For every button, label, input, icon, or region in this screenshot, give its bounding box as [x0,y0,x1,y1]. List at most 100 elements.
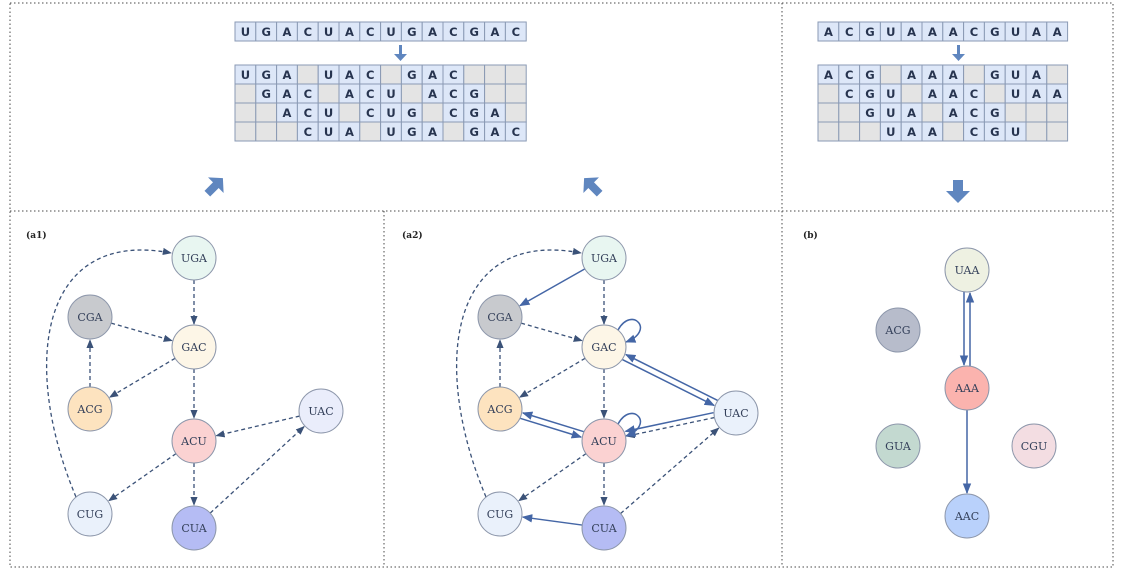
node-label: GUA [885,440,912,453]
left-sequence-letter: C [512,25,520,39]
left-grid-cell [504,102,527,123]
right-grid-cell [1046,121,1069,142]
right-grid-cell: G [859,83,881,104]
panel-frames [9,2,1114,568]
right-grid-cell: A [921,121,944,142]
right-grid-letter: G [865,68,874,82]
right-sequence-cell: G [983,21,1006,42]
left-sequence-cell: G [400,21,423,42]
left-grid-letter: G [469,87,478,101]
left-grid-cell: C [296,121,319,142]
left-grid-cell [504,83,527,104]
panel-label-a1: (a1) [26,230,47,241]
right-grid-cell [1004,102,1027,123]
right-grid-letter: A [928,68,937,82]
right-grid-cell: U [879,83,902,104]
left-grid-cell: A [338,83,361,104]
right-grid-letter: G [990,68,999,82]
node-acg: ACG [477,386,523,432]
graph-edge [209,425,305,514]
right-sequence-letter: A [907,25,916,39]
left-grid-letter: C [304,106,312,120]
left-grid-letter: A [345,87,354,101]
left-sequence-cell: A [276,21,298,42]
node-cug: CUG [477,491,523,537]
left-sequence-letter: G [469,25,478,39]
left-grid-cell: U [380,83,402,104]
left-grid-cell: A [421,64,444,85]
right-grid-letter: U [1011,87,1020,101]
node-aac: AAC [944,493,990,539]
left-grid-cell [359,121,382,142]
left-grid-letter: C [366,106,374,120]
left-sequence-cell: U [317,21,340,42]
left-grid-cell [317,83,340,104]
right-grid-cell [817,83,840,104]
left-grid-letter: C [366,68,374,82]
left-grid-cell [380,64,402,85]
node-label: GAC [591,341,616,354]
left-grid-letter: G [469,106,478,120]
left-grid-letter: U [386,125,395,139]
left-grid-cell: G [255,64,278,85]
right-grid-cell: C [838,64,861,85]
left-grid-cell: U [380,102,402,123]
right-grid-cell [1025,121,1048,142]
node-cua: CUA [581,505,627,551]
right-grid-cell: G [859,102,881,123]
left-sequence-letter: U [241,25,250,39]
left-grid-letter: C [366,87,374,101]
big-arrow-to-a1 [204,177,224,197]
right-grid-cell: C [838,83,861,104]
left-grid-cell [463,64,486,85]
right-sequence-cell: G [859,21,881,42]
right-grid-letter: C [970,106,978,120]
small-down-arrow-left [394,45,407,61]
left-grid-letter: A [345,125,354,139]
graph-edge [519,268,586,307]
right-grid-cell: G [983,102,1006,123]
right-grid-letter: A [928,125,937,139]
right-grid-cell [921,102,944,123]
right-grid-letter: A [907,125,916,139]
left-grid-letter: A [283,87,292,101]
right-sequence-letter: U [1011,25,1020,39]
node-uac: UAC [713,390,759,436]
right-grid-cell [942,121,965,142]
right-sequence-letter: A [949,25,958,39]
right-grid-cell [838,102,861,123]
right-sequence-letter: A [1032,25,1041,39]
left-grid-cell [400,83,423,104]
left-grid-letter: U [386,87,395,101]
small-down-arrow-right [952,45,965,61]
right-sequence-cell: A [817,21,840,42]
left-sequence-letter: G [407,25,416,39]
right-grid-cell: A [942,102,965,123]
right-sequence-cell: A [1025,21,1048,42]
graph-self-loop [617,412,641,437]
left-grid-cell: A [421,121,444,142]
panel-label-a2: (a2) [402,230,423,241]
node-label: UGA [181,252,208,265]
right-grid-cell: G [983,121,1006,142]
node-label: ACU [180,435,207,448]
right-grid-cell [983,83,1006,104]
left-grid-cell: U [317,102,340,123]
node-gac: GAC [581,324,627,370]
left-sequence-cell: C [504,21,527,42]
right-grid-letter: A [1032,87,1041,101]
node-acu: ACU [581,418,627,464]
right-sequence-cell: C [963,21,985,42]
left-grid-letter: U [386,106,395,120]
right-grid-cell: A [1025,83,1048,104]
graph-edge [625,416,715,439]
left-grid-cell: U [380,121,402,142]
node-aaa: AAA [944,365,990,411]
right-grid-letter: G [990,106,999,120]
left-grid-letter: A [283,106,292,120]
right-grid-cell [817,121,840,142]
right-grid-cell: A [900,102,923,123]
